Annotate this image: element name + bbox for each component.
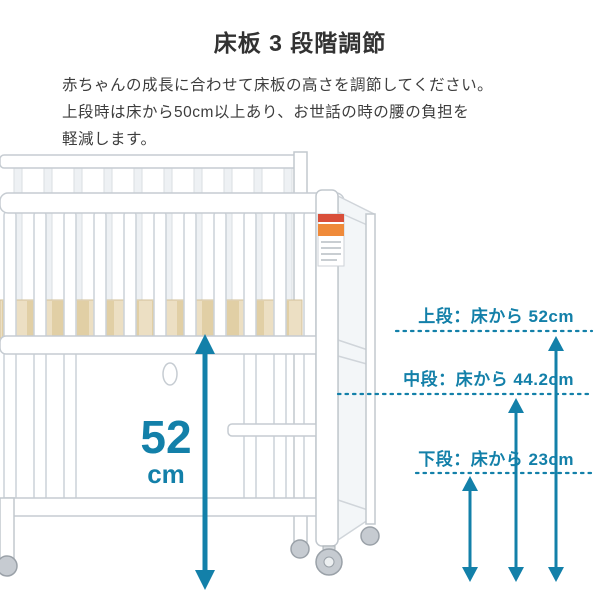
middle-level-arrow — [508, 398, 524, 582]
page-title: 床板 3 段階調節 — [213, 30, 387, 56]
warning-sticker — [317, 213, 345, 267]
lower-level-arrow — [462, 476, 478, 582]
description-paragraph: 赤ちゃんの成長に合わせて床板の高さを調節してください。 上段時は床から50cm以… — [62, 72, 562, 153]
crib-upper-front — [0, 192, 345, 386]
highlight-unit: cm — [147, 459, 185, 489]
measurement-graphics — [195, 329, 594, 590]
caster-wheel-back — [290, 539, 310, 559]
upper-level-arrow — [548, 336, 564, 582]
caster-wheel-left — [0, 555, 18, 577]
description-line: 上段時は床から50cm以上あり、お世話の時の腰の負担を — [62, 104, 470, 121]
lower-level-label: 下段：床から 23cm — [418, 450, 574, 469]
middle-level-label: 中段：床から 44.2cm — [403, 370, 574, 389]
description-line: 赤ちゃんの成長に合わせて床板の高さを調節してください。 — [62, 77, 494, 94]
height-arrow-52cm — [195, 334, 215, 590]
highlight-value: 52 — [140, 411, 192, 463]
drop-side-release-knob — [162, 362, 178, 386]
upper-level-label: 上段：床から 52cm — [418, 307, 574, 326]
crib-front-right-post — [315, 189, 343, 576]
baby-crib-drawing — [0, 151, 380, 577]
caster-wheel-far-right — [360, 526, 380, 546]
highlight-measurement-52cm: 52 cm — [126, 414, 206, 490]
description-line: 軽減します。 — [62, 131, 157, 148]
crib-end-panel — [337, 194, 380, 546]
